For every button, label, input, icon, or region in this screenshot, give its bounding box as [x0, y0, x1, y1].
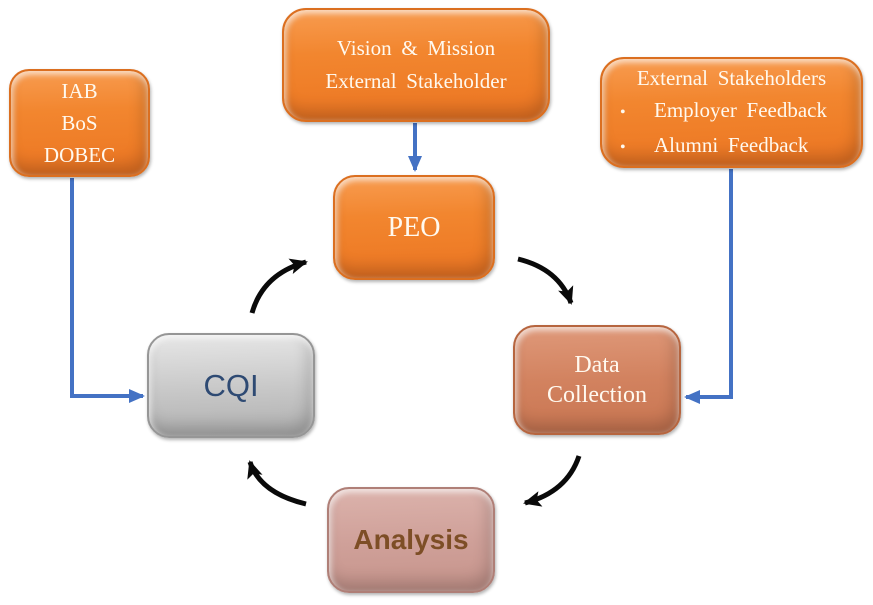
- node-label: PEO: [387, 211, 441, 243]
- bullet-text: Alumni Feedback: [654, 132, 809, 157]
- connector-external-to-data-collection: [684, 169, 733, 404]
- bullet-item: • Alumni Feedback: [602, 129, 861, 164]
- node-analysis: Analysis: [327, 487, 495, 593]
- node-line: Collection: [547, 382, 647, 408]
- node-cqi: CQI: [147, 333, 315, 438]
- bullet-item: • Employer Feedback: [602, 94, 861, 129]
- bullet-icon: •: [620, 103, 626, 121]
- node-external-stakeholders: External Stakeholders • Employer Feedbac…: [600, 57, 863, 168]
- node-title: External Stakeholders: [636, 65, 827, 90]
- node-label: Analysis: [353, 524, 469, 555]
- bullet-text: Employer Feedback: [654, 97, 828, 122]
- node-vision-mission: Vision & Mission External Stakeholder: [282, 8, 550, 122]
- arrow-analysis-to-cqi: [247, 460, 307, 507]
- node-label: CQI: [203, 367, 259, 403]
- node-line: BoS: [61, 111, 98, 135]
- node-line: Data: [574, 352, 620, 378]
- bullet-icon: •: [620, 138, 626, 156]
- arrow-data-collection-to-analysis: [523, 455, 582, 507]
- arrow-peo-to-data-collection: [517, 256, 574, 305]
- node-line: Vision & Mission: [336, 36, 496, 60]
- arrow-cqi-to-peo: [249, 258, 308, 314]
- node-iab-bos-dobec: IAB BoS DOBEC: [9, 69, 150, 177]
- node-peo: PEO: [333, 175, 495, 280]
- node-line: External Stakeholder: [325, 69, 507, 93]
- node-line: DOBEC: [43, 143, 116, 167]
- connector-iab-to-cqi: [70, 178, 145, 403]
- node-data-collection: Data Collection: [513, 325, 681, 435]
- node-line: IAB: [61, 79, 98, 103]
